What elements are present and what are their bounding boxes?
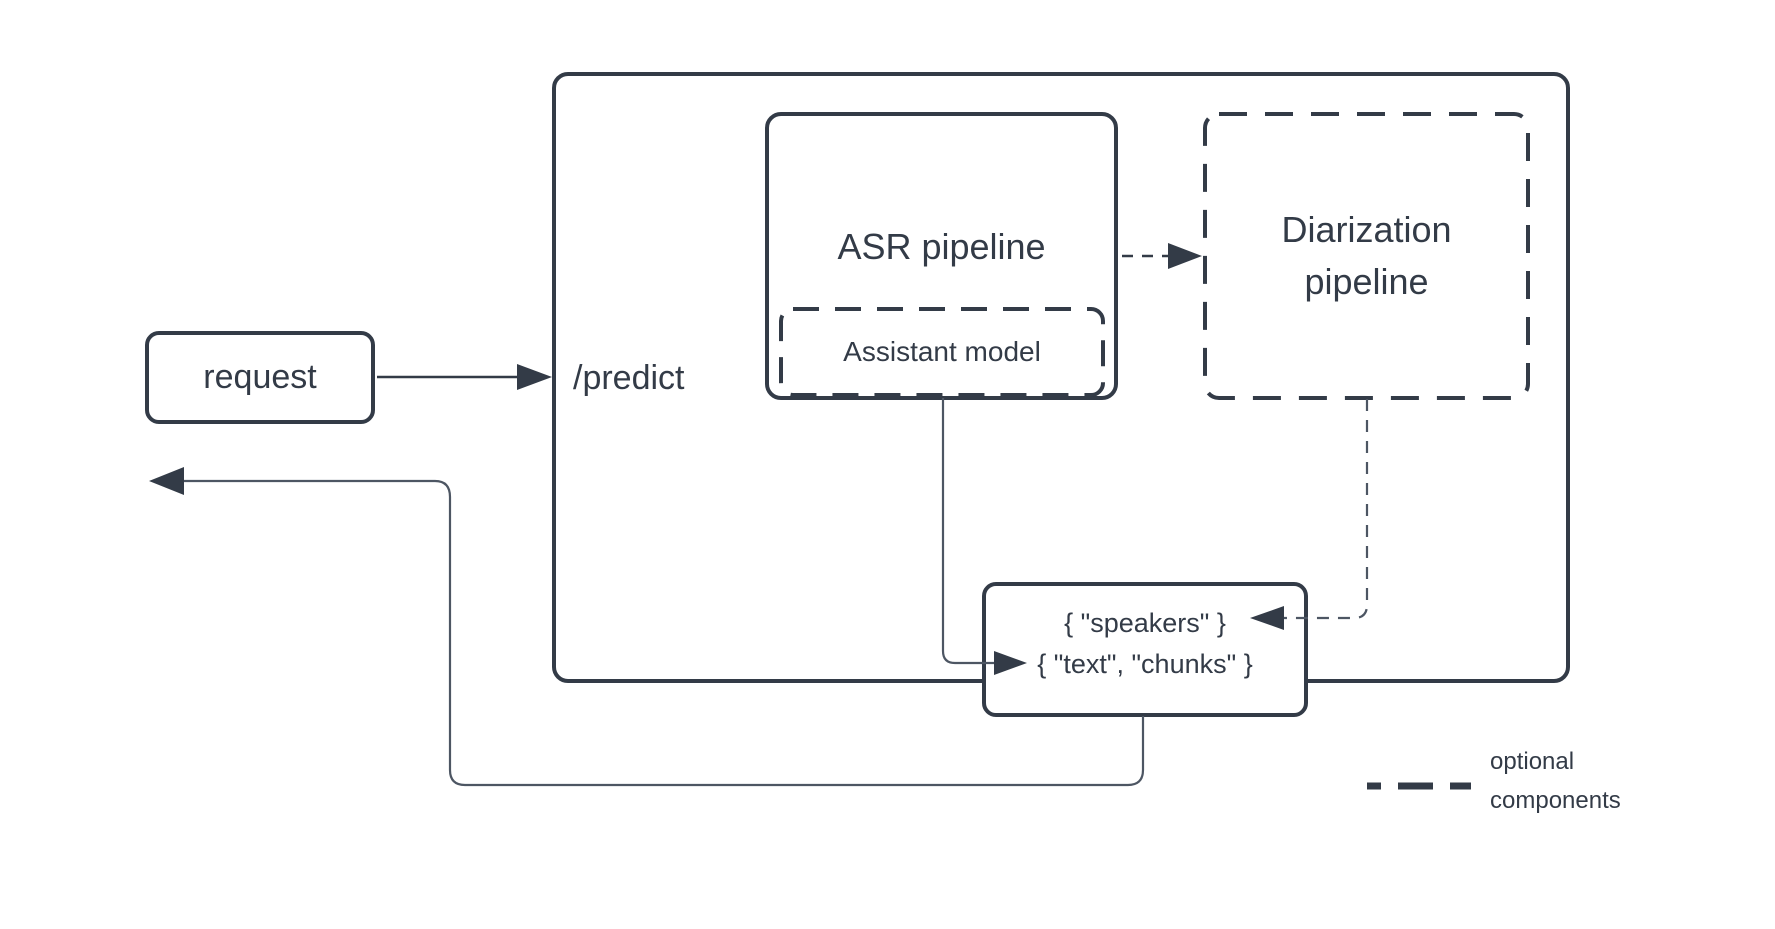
request-to-predict-arrow <box>377 364 552 390</box>
assistant-model-box <box>779 307 1105 397</box>
diarization-pipeline-box <box>1203 112 1530 400</box>
request-node-label: request <box>203 358 317 396</box>
legend-line-2: components <box>1490 787 1621 814</box>
result-line-speakers: { "speakers" } <box>1064 607 1226 638</box>
asr-to-diarization-arrow <box>1122 243 1202 269</box>
legend-label: optional components <box>1490 742 1621 820</box>
asr-pipeline-label: ASR pipeline <box>837 226 1046 267</box>
asr-pipeline-box <box>765 112 1118 400</box>
result-box <box>982 582 1308 717</box>
request-box <box>145 331 375 424</box>
result-node: { "speakers" } { "text", "chunks" } <box>984 584 1306 715</box>
legend-line-1: optional <box>1490 748 1575 775</box>
diarization-to-result-arrow <box>1250 399 1369 630</box>
assistant-to-result-arrow <box>941 398 1027 675</box>
result-line-text-chunks: { "text", "chunks" } <box>1037 648 1253 679</box>
result-to-requester-arrow <box>149 467 1145 787</box>
diarization-pipeline-label: Diarization pipeline <box>1281 209 1452 302</box>
assistant-model-label: Assistant model <box>843 336 1041 367</box>
predict-endpoint-label: /predict <box>573 358 685 397</box>
